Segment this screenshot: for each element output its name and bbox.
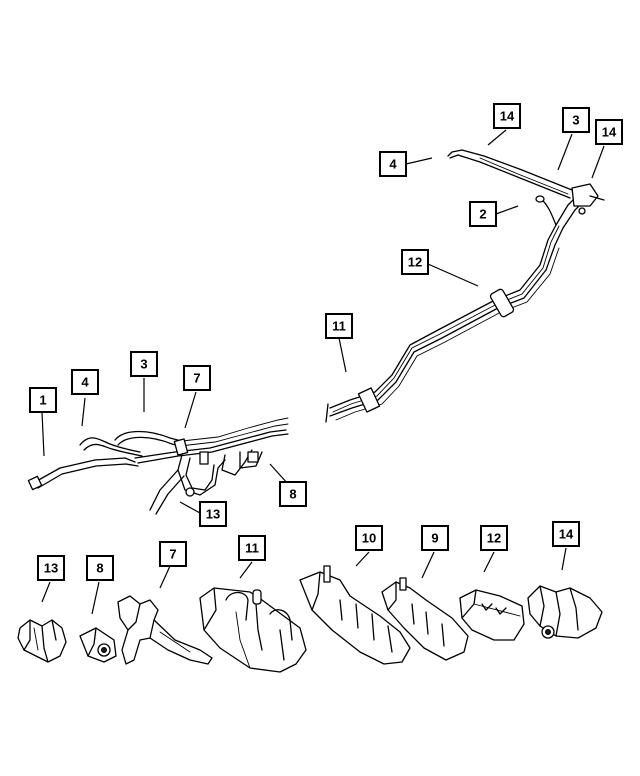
callout-label: 4 xyxy=(389,157,397,172)
callout-3-top: 3 xyxy=(562,107,590,133)
callout-label: 8 xyxy=(96,561,103,576)
callout-14-bottom: 14 xyxy=(552,521,580,547)
clip-8 xyxy=(79,627,117,663)
callout-13-bottom: 13 xyxy=(37,555,65,581)
callout-9: 9 xyxy=(421,525,449,551)
clip-block-10 xyxy=(299,565,411,665)
brake-line-assembly-front xyxy=(27,417,289,515)
callout-label: 7 xyxy=(193,371,200,386)
callout-4-mid: 4 xyxy=(71,369,99,395)
brake-line-assembly-rear xyxy=(325,149,605,423)
callout-label: 9 xyxy=(431,531,438,546)
callout-label: 7 xyxy=(169,547,176,562)
callout-11-bottom: 11 xyxy=(238,535,266,561)
callout-2: 2 xyxy=(469,201,497,227)
callout-label: 13 xyxy=(206,507,220,522)
callout-label: 3 xyxy=(572,113,579,128)
callout-label: 4 xyxy=(81,375,89,390)
callout-label: 3 xyxy=(140,357,147,372)
clip-13 xyxy=(17,619,67,663)
callout-label: 14 xyxy=(500,109,515,124)
callout-label: 11 xyxy=(245,541,259,556)
bracket-7 xyxy=(117,595,213,665)
leader-lines xyxy=(41,129,605,615)
callout-label: 1 xyxy=(39,393,46,408)
callout-label: 10 xyxy=(362,531,376,546)
callout-11-top: 11 xyxy=(325,313,353,339)
callout-14-right: 14 xyxy=(595,119,623,145)
callout-4-top: 4 xyxy=(379,151,407,177)
callout-label: 12 xyxy=(408,255,422,270)
callout-label: 11 xyxy=(332,319,346,334)
callout-13-mid: 13 xyxy=(199,501,227,527)
clip-block-9 xyxy=(381,577,469,661)
callout-12-top: 12 xyxy=(401,249,429,275)
callout-label: 13 xyxy=(44,561,58,576)
callout-8-mid: 8 xyxy=(279,481,307,507)
clip-12 xyxy=(459,589,525,641)
callout-1: 1 xyxy=(29,387,57,413)
clip-block-11 xyxy=(199,587,307,673)
callout-label: 2 xyxy=(479,207,486,222)
callout-7-mid: 7 xyxy=(183,365,211,391)
callout-12-bottom: 12 xyxy=(480,525,508,551)
callout-label: 12 xyxy=(487,531,501,546)
callout-10: 10 xyxy=(355,525,383,551)
callout-7-bottom: 7 xyxy=(159,541,187,567)
callout-3-mid: 3 xyxy=(130,351,158,377)
callout-8-bottom: 8 xyxy=(86,555,114,581)
callout-label: 8 xyxy=(289,487,296,502)
callout-14-top: 14 xyxy=(493,103,521,129)
callout-label: 14 xyxy=(559,527,574,542)
callout-label: 14 xyxy=(602,125,617,140)
junction-block-14 xyxy=(527,585,603,639)
